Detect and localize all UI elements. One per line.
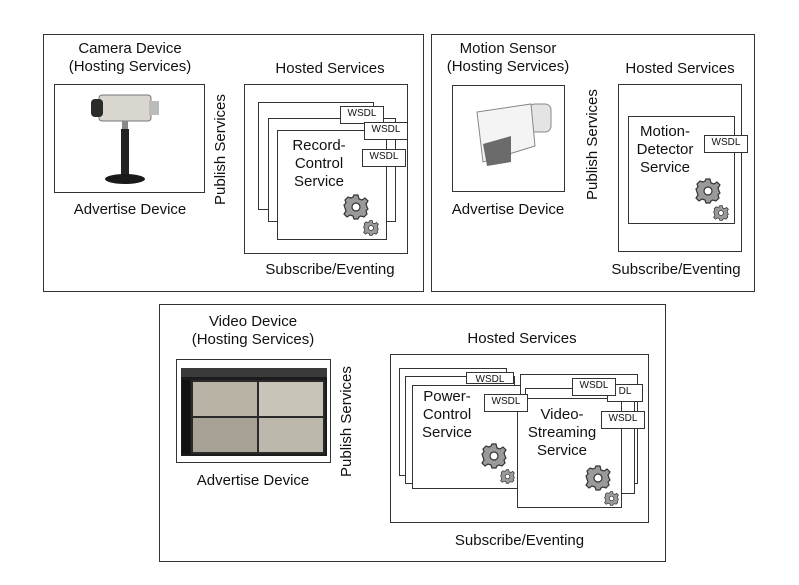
motion-subscribe-label: Subscribe/Eventing (611, 261, 741, 278)
camera-subscribe-label: Subscribe/Eventing (265, 261, 395, 278)
gear-icon (695, 178, 721, 204)
video-hosted-title: Hosted Services (467, 330, 577, 347)
video-image-frame (176, 359, 331, 463)
video-wsdl-mid: WSDL (572, 378, 616, 396)
camera-wsdl-back: WSDL (340, 106, 384, 124)
gear-icon (363, 220, 379, 236)
gear-icon (604, 491, 619, 506)
camera-publish-label: Publish Services (212, 94, 229, 205)
camera-hosted-title: Hosted Services (275, 60, 385, 77)
camera-service-name: Record- Control Service (292, 137, 346, 190)
video-service-name: Video- Streaming Service (527, 406, 597, 459)
camera-icon (91, 94, 159, 184)
gear-icon (481, 443, 507, 469)
motion-device-title: Motion Sensor (Hosting Services) (446, 40, 570, 75)
power-service-name: Power- Control Service (421, 388, 473, 441)
gear-icon (713, 205, 729, 221)
video-publish-label: Publish Services (338, 366, 355, 477)
video-advertise-label: Advertise Device (196, 472, 310, 489)
motion-publish-label: Publish Services (584, 89, 601, 200)
motion-advertise-label: Advertise Device (451, 201, 565, 218)
gear-icon (343, 194, 369, 220)
power-wsdl: WSDL (484, 394, 528, 412)
motion-service-name: Motion- Detector Service (636, 123, 694, 176)
video-subscribe-label: Subscribe/Eventing (454, 532, 585, 549)
video-wsdl-back-left: WSDL (466, 372, 514, 385)
motion-wsdl: WSDL (704, 135, 748, 153)
video-device-title: Video Device (Hosting Services) (191, 313, 315, 348)
motion-sensor-icon (476, 103, 552, 166)
camera-image-frame (54, 84, 205, 193)
camera-service-card-front (277, 130, 387, 240)
camera-wsdl-front: WSDL (362, 149, 406, 167)
camera-device-title: Camera Device (Hosting Services) (68, 40, 192, 75)
motion-image-frame (452, 85, 565, 192)
camera-wsdl-mid: WSDL (364, 122, 408, 140)
motion-hosted-title: Hosted Services (625, 60, 735, 77)
video-wsdl-back-right: DL (607, 384, 643, 402)
gear-icon (585, 465, 611, 491)
motion-service-card (628, 116, 735, 224)
video-monitor-icon (181, 368, 327, 456)
gear-icon (500, 469, 515, 484)
video-wsdl-front: WSDL (601, 411, 645, 429)
camera-advertise-label: Advertise Device (73, 201, 187, 218)
